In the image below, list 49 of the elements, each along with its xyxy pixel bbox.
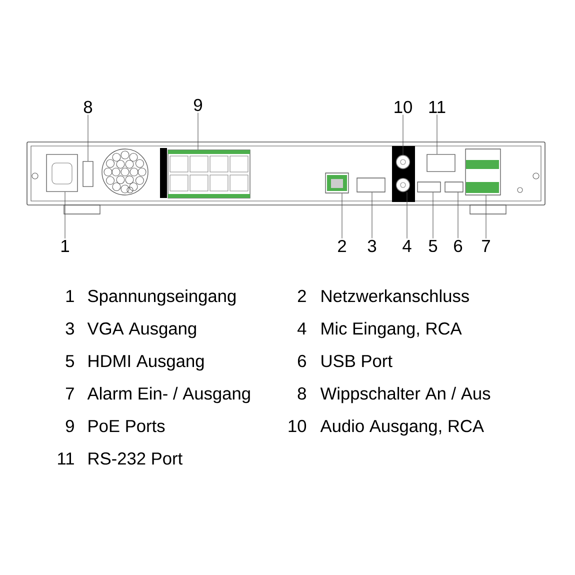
item-description: Audio Ausgang, RCA: [320, 419, 484, 436]
callout-number: 7: [482, 240, 490, 252]
callout-number: 8: [84, 100, 92, 114]
item-number: 1: [66, 290, 74, 302]
callout-number: 10: [394, 100, 412, 114]
callout-number: 6: [454, 240, 462, 252]
item-description: Alarm Ein- / Ausgang: [87, 386, 250, 404]
callout-number: 3: [368, 240, 376, 252]
leader-line: [402, 114, 404, 156]
callout-number: 1: [62, 240, 69, 252]
item-description: RS-232 Port: [88, 452, 182, 465]
alarm-terminal: [465, 148, 501, 196]
item-description: Mic Eingang, RCA: [322, 322, 462, 338]
item-description: VGA Ausgang: [87, 322, 196, 338]
item-description: Netzwerkanschluss: [322, 289, 469, 302]
vga-port: [356, 178, 386, 192]
item-description: Wippschalter An / Aus: [320, 386, 490, 404]
callout-number: 4: [402, 240, 412, 252]
leader-line: [64, 192, 66, 239]
leader-line: [432, 192, 434, 239]
item-number: 5: [66, 355, 74, 368]
callout-number: 9: [194, 98, 202, 112]
item-description: HDMI Ausgang: [88, 355, 204, 371]
item-number: 6: [298, 354, 306, 368]
item-description: PoE Ports: [88, 420, 165, 432]
item-number: 7: [66, 388, 74, 400]
item-number: 11: [58, 452, 74, 464]
item-number: 3: [66, 322, 74, 335]
rocker-switch: [82, 161, 94, 187]
hdmi-port: [417, 182, 441, 192]
item-number: 8: [298, 387, 306, 400]
item-number: 10: [288, 420, 306, 432]
usb-port: [444, 182, 464, 192]
callout-number: 2: [338, 240, 346, 252]
item-number: 2: [298, 290, 306, 302]
power-inlet: [46, 154, 78, 192]
serial-port: [426, 154, 456, 172]
item-number: 9: [66, 420, 74, 432]
network-port: [325, 172, 349, 194]
poe-ports: [168, 150, 250, 198]
item-description: Spannungseingang: [88, 289, 236, 306]
callout-number: 5: [428, 240, 438, 252]
item-description: USB Port: [322, 354, 392, 368]
leader-line: [406, 192, 408, 239]
leader-line: [436, 114, 438, 154]
item-number: 4: [298, 322, 306, 334]
audio-jack: [396, 154, 410, 170]
callout-number: 11: [429, 101, 446, 113]
mic-jack: [396, 178, 410, 192]
